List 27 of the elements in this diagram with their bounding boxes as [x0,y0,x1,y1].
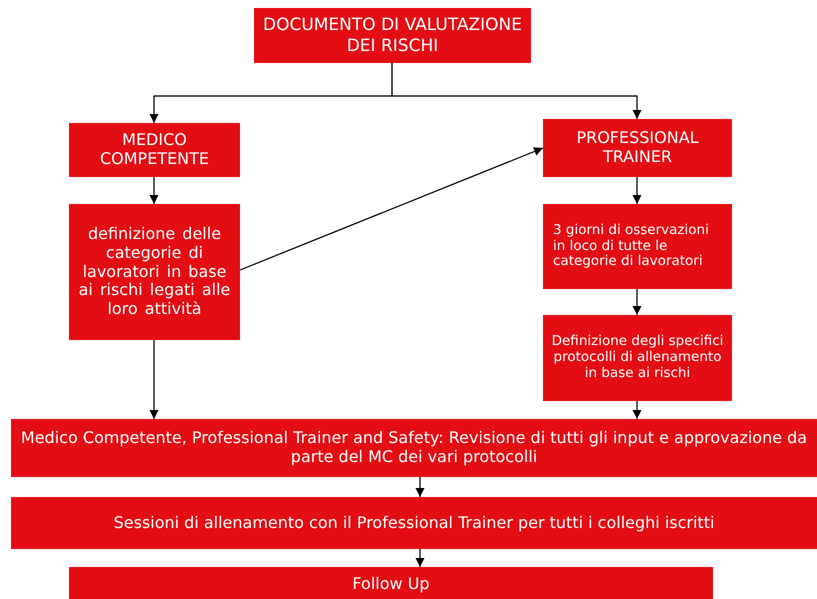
box-text: Follow Up [352,575,430,594]
box-text: PROFESSIONAL TRAINER [575,129,700,167]
arrow [391,63,642,119]
arrow [632,289,642,315]
process-box [543,315,732,401]
process-box [254,8,531,63]
box-text: Sessioni di allenamento con il Professional Trainer per tutti i colleghi iscritti [114,514,714,532]
box-text: Medico Competente, Professional Trainer and Safety: Revisione di tutti gli input e approvazione da parte del MC dei vari protocolli [20,429,808,467]
process-box [11,497,817,549]
process-box [543,204,732,289]
arrow [632,401,642,419]
arrow [150,177,158,204]
arrow [632,177,642,204]
arrow [416,549,424,567]
arrow [240,147,544,271]
box-text: 3 giorni di osservazioni in loco di tutte le categorie di lavoratori [553,222,710,270]
box-text: definizione delle categorie di lavoratori in base ai rischi legati alle loro attività [78,224,232,320]
arrow [416,477,424,497]
box-text: MEDICO COMPETENTE [98,131,210,169]
process-box [69,567,713,599]
arrow [150,340,158,419]
process-box [11,419,817,477]
process-box [69,123,240,177]
box-text: Definizione degli specifici protocolli di allenamento in base ai rischi [550,334,724,382]
process-box [69,204,240,340]
box-text: DOCUMENTO DI VALUTAZIONE DEI RISCHI [262,15,524,56]
process-box [543,119,732,177]
